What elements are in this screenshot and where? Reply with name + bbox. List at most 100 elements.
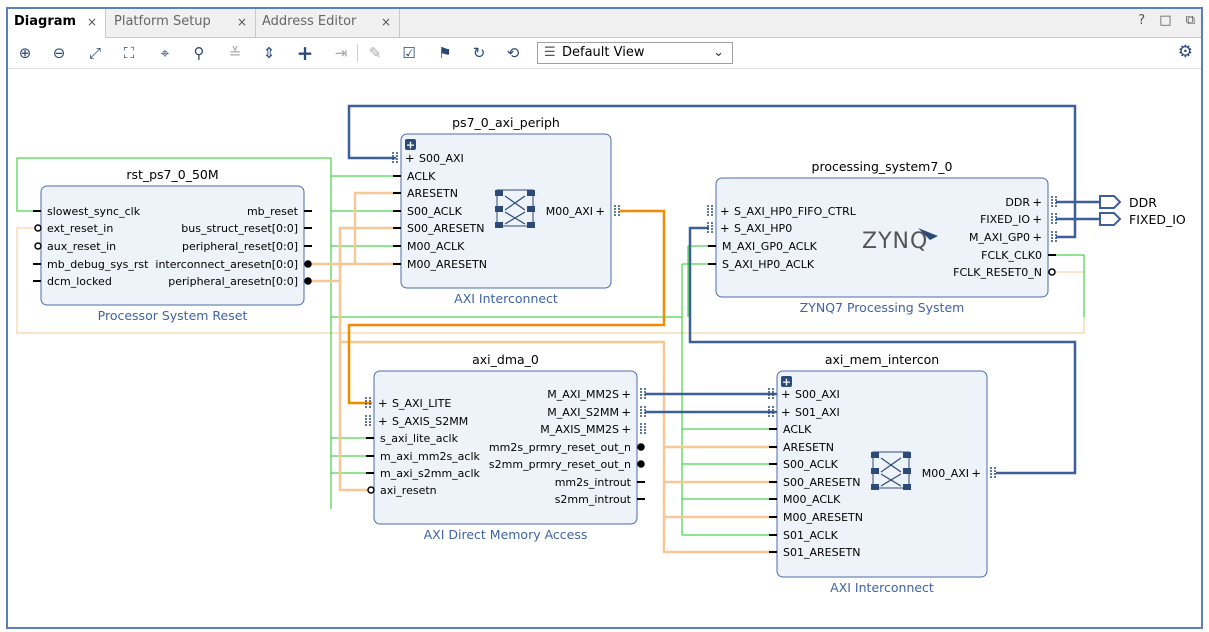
port-rst-slowest_sync_clk[interactable]: slowest_sync_clk: [47, 205, 141, 218]
bus-port-icon[interactable]: [640, 423, 646, 435]
refresh-icon[interactable]: ↻: [472, 44, 486, 62]
port-mem-S01_AXI[interactable]: S01_AXI: [795, 406, 840, 419]
bus-port-icon[interactable]: [640, 388, 646, 400]
port-mem-M00_ARESETN[interactable]: M00_ARESETN: [783, 511, 863, 524]
help-icon[interactable]: ?: [1138, 13, 1146, 28]
zoom-in-icon[interactable]: ⊕: [18, 44, 32, 62]
bus-port-icon[interactable]: [1051, 196, 1057, 208]
port-dma-m_axi_s2mm_aclk[interactable]: m_axi_s2mm_aclk: [380, 467, 481, 480]
port-rst-ext_reset_in[interactable]: ext_reset_in: [47, 222, 113, 235]
bus-port-icon[interactable]: [1051, 231, 1057, 243]
port-rst-peripheral_reset[0:0][interactable]: peripheral_reset[0:0]: [182, 240, 298, 253]
port-dma-S_AXIS_S2MM[interactable]: S_AXIS_S2MM: [392, 415, 468, 428]
port-periph-S00_AXI[interactable]: S00_AXI: [419, 152, 464, 165]
port-dma-m_axi_mm2s_aclk[interactable]: m_axi_mm2s_aclk: [380, 450, 481, 463]
port-periph-S00_ARESETN[interactable]: S00_ARESETN: [407, 222, 484, 235]
search-icon[interactable]: ⚲: [193, 44, 205, 62]
add-ip-icon[interactable]: +: [296, 41, 314, 65]
port-rst-mb_debug_sys_rst[interactable]: mb_debug_sys_rst: [47, 258, 149, 271]
port-ps-M_AXI_GP0_ACLK[interactable]: M_AXI_GP0_ACLK: [722, 240, 818, 253]
port-mem-S00_ARESETN[interactable]: S00_ARESETN: [783, 476, 860, 489]
tab-diagram[interactable]: Diagram ×: [8, 9, 106, 38]
expand-icon[interactable]: [781, 376, 792, 387]
bus-port-icon[interactable]: [365, 397, 371, 409]
inverted-pin-icon[interactable]: [34, 242, 42, 250]
port-dma-s2mm_prmry_reset_out_n[interactable]: s2mm_prmry_reset_out_n: [489, 458, 631, 471]
view-selector[interactable]: ☰ Default View ⌄: [537, 42, 733, 64]
expand-icon[interactable]: [405, 139, 416, 150]
bus-port-icon[interactable]: [392, 152, 398, 164]
port-dma-axi_resetn[interactable]: axi_resetn: [380, 484, 437, 497]
auto-connect-icon[interactable]: ⌖: [160, 44, 170, 62]
net-ext-reset[interactable]: [16, 227, 1085, 334]
make-external-icon[interactable]: ⇥: [334, 44, 348, 62]
port-rst-interconnect_aresetn[0:0][interactable]: interconnect_aresetn[0:0]: [155, 258, 298, 271]
port-ps-FCLK_RESET0_N[interactable]: FCLK_RESET0_N: [953, 266, 1042, 279]
bus-port-icon[interactable]: [768, 388, 774, 400]
regenerate-layout-icon[interactable]: ⟲: [506, 44, 520, 62]
clock-net-group[interactable]: [16, 157, 1085, 536]
port-mem-S00_ACLK[interactable]: S00_ACLK: [783, 458, 839, 471]
port-rst-peripheral_aresetn[0:0][interactable]: peripheral_aresetn[0:0]: [168, 275, 298, 288]
port-dma-mm2s_introut[interactable]: mm2s_introut: [555, 476, 632, 489]
properties-icon[interactable]: ✎: [368, 44, 382, 62]
tab-platform-setup[interactable]: Platform Setup ×: [108, 9, 256, 37]
float-icon[interactable]: ⧉: [1185, 13, 1195, 28]
gear-icon[interactable]: ⚙: [1177, 42, 1193, 62]
pin-icon[interactable]: ⚑: [438, 44, 452, 62]
port-dma-mm2s_prmry_reset_out_n[interactable]: mm2s_prmry_reset_out_n: [489, 441, 631, 454]
port-periph-M00_ACLK[interactable]: M00_ACLK: [407, 240, 465, 253]
close-icon[interactable]: ×: [86, 15, 97, 29]
collapse-all-icon[interactable]: ≚: [228, 44, 242, 62]
port-ps-FCLK_CLK0[interactable]: FCLK_CLK0: [981, 249, 1042, 262]
external-port-icon[interactable]: [1099, 195, 1122, 209]
external-port-DDR[interactable]: DDR: [1129, 195, 1157, 210]
port-ps-DDR[interactable]: DDR: [1005, 196, 1030, 209]
bus-port-icon[interactable]: [768, 406, 774, 418]
port-mem-M00_ACLK[interactable]: M00_ACLK: [783, 493, 841, 506]
port-periph-ACLK[interactable]: ACLK: [407, 170, 436, 183]
port-dma-s2mm_introut[interactable]: s2mm_introut: [555, 493, 632, 506]
port-mem-ARESETN[interactable]: ARESETN: [783, 441, 834, 454]
port-mem-ACLK[interactable]: ACLK: [783, 423, 812, 436]
inverted-pin-icon[interactable]: [304, 277, 312, 285]
port-periph-M00_AXI[interactable]: M00_AXI: [546, 205, 593, 218]
block-dma[interactable]: [373, 370, 638, 525]
port-mem-S01_ARESETN[interactable]: S01_ARESETN: [783, 546, 860, 559]
port-ps-S_AXI_HP0_FIFO_CTRL[interactable]: S_AXI_HP0_FIFO_CTRL: [734, 205, 857, 218]
port-mem-S01_ACLK[interactable]: S01_ACLK: [783, 529, 839, 542]
inverted-pin-icon[interactable]: [34, 224, 42, 232]
reset-net-group[interactable]: [307, 191, 777, 554]
tab-address-editor[interactable]: Address Editor ×: [256, 9, 400, 37]
external-port-icon[interactable]: [1099, 212, 1122, 226]
port-periph-M00_ARESETN[interactable]: M00_ARESETN: [407, 258, 487, 271]
port-ps-S_AXI_HP0[interactable]: S_AXI_HP0: [734, 222, 792, 235]
bus-port-icon[interactable]: [707, 205, 713, 217]
selected-bus-m00-to-s-axi-lite[interactable]: [347, 209, 666, 405]
external-port-FIXED_IO[interactable]: FIXED_IO: [1129, 212, 1186, 227]
bus-port-icon[interactable]: [614, 205, 620, 217]
port-dma-S_AXI_LITE[interactable]: S_AXI_LITE: [392, 397, 451, 410]
fit-full-icon[interactable]: ⤢: [88, 44, 101, 62]
port-dma-M_AXIS_MM2S[interactable]: M_AXIS_MM2S: [540, 423, 619, 436]
inverted-pin-icon[interactable]: [1048, 268, 1056, 276]
bus-port-icon[interactable]: [990, 467, 996, 479]
bus-port-icon[interactable]: [640, 406, 646, 418]
port-mem-S00_AXI[interactable]: S00_AXI: [795, 388, 840, 401]
inverted-pin-icon[interactable]: [367, 486, 375, 494]
zoom-out-icon[interactable]: ⊖: [52, 44, 66, 62]
restore-icon[interactable]: □: [1159, 13, 1172, 28]
inverted-pin-icon[interactable]: [637, 460, 645, 468]
inverted-pin-icon[interactable]: [637, 443, 645, 451]
port-dma-M_AXI_S2MM[interactable]: M_AXI_S2MM: [547, 406, 619, 419]
port-dma-M_AXI_MM2S[interactable]: M_AXI_MM2S: [547, 388, 619, 401]
port-periph-ARESETN[interactable]: ARESETN: [407, 187, 458, 200]
expand-all-icon[interactable]: ⇕: [262, 44, 276, 62]
close-icon[interactable]: ×: [380, 15, 391, 29]
bus-port-icon[interactable]: [707, 222, 713, 234]
port-mem-M00_AXI[interactable]: M00_AXI: [922, 467, 969, 480]
inverted-pin-icon[interactable]: [304, 260, 312, 268]
port-rst-dcm_locked[interactable]: dcm_locked: [47, 275, 112, 288]
bus-port-icon[interactable]: [365, 415, 371, 427]
port-rst-mb_reset[interactable]: mb_reset: [247, 205, 299, 218]
